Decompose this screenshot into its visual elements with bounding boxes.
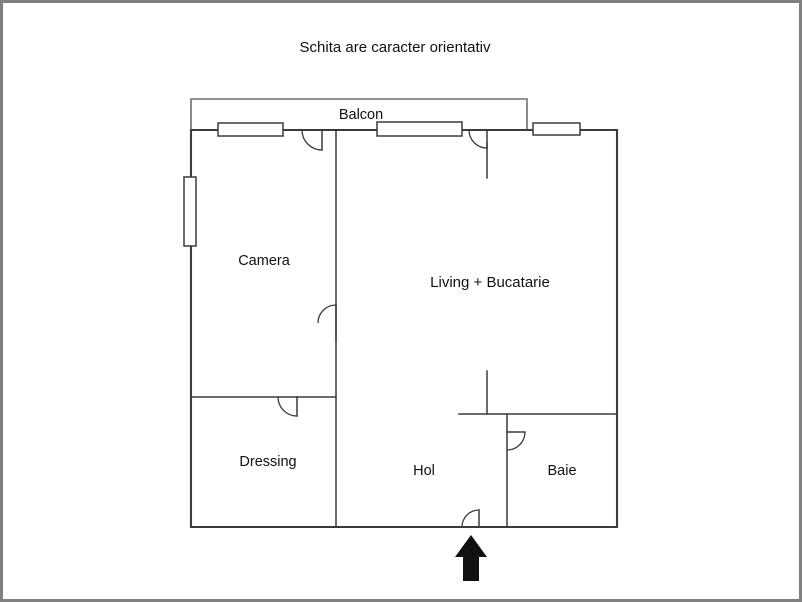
- door-balcony-camera: [301, 129, 323, 151]
- balcony-outline: [190, 98, 528, 131]
- page-title: Schita are caracter orientativ: [300, 39, 491, 56]
- room-label-dressing: Dressing: [239, 454, 296, 470]
- door-balcony-living: [468, 129, 488, 149]
- room-labels: Balcon Camera Living + Bucatarie Dressin…: [238, 107, 576, 479]
- windows-group: [183, 121, 581, 247]
- window-camera-west: [183, 176, 197, 247]
- entrance-arrow: [455, 535, 487, 581]
- door-camera-living: [317, 304, 337, 342]
- door-entrance: [461, 509, 480, 528]
- room-label-camera: Camera: [238, 253, 291, 269]
- room-label-balcon: Balcon: [339, 107, 383, 123]
- window-living-northeast: [532, 122, 581, 136]
- window-camera-north: [217, 122, 284, 137]
- room-label-living-bucatarie: Living + Bucatarie: [430, 274, 550, 291]
- window-living-north: [376, 121, 463, 137]
- room-label-baie: Baie: [547, 463, 576, 479]
- door-baie: [506, 431, 526, 451]
- doors-group: [277, 129, 526, 528]
- door-dressing: [277, 396, 298, 417]
- room-label-hol: Hol: [413, 463, 435, 479]
